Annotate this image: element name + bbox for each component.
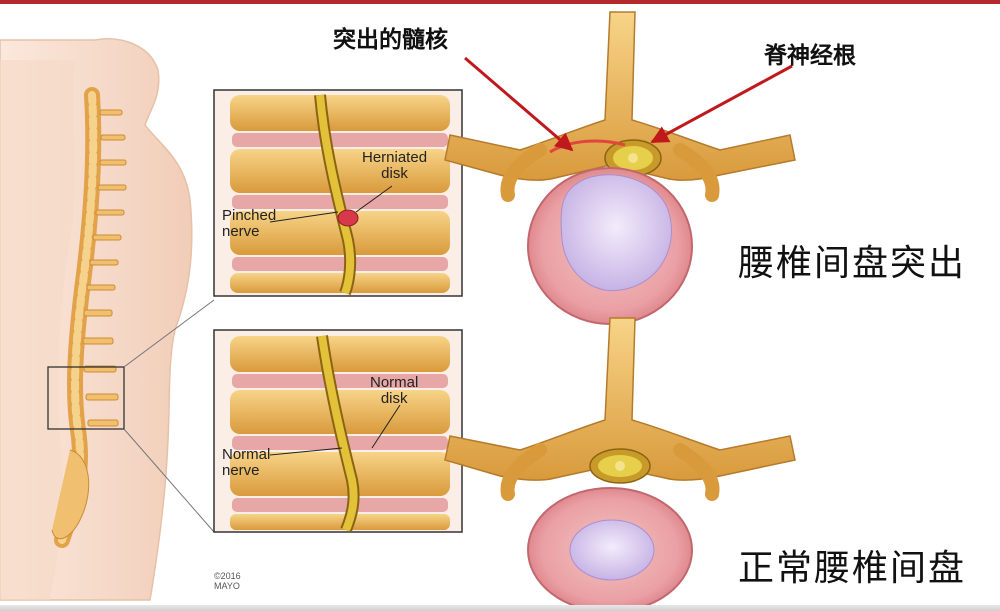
normal-disk-line2: disk — [370, 391, 418, 407]
normal-nerve-line2: nerve — [222, 463, 270, 479]
label-pinched-nerve: Pinched nerve — [222, 208, 276, 240]
normal-nerve-line1: Normal — [222, 447, 270, 463]
copyright-line1: ©2016 — [214, 571, 241, 581]
pinched-nerve-line2: nerve — [222, 224, 276, 240]
copyright-line2: MAYO — [214, 581, 241, 591]
label-normal-disk: Normal disk — [370, 375, 418, 407]
label-herniated-nucleus: 突出的髓核 — [333, 20, 448, 54]
normal-disk-line1: Normal — [370, 375, 418, 391]
label-normal-nerve: Normal nerve — [222, 447, 270, 479]
label-nerve-root: 脊神经根 — [764, 36, 856, 70]
inset-herniated — [214, 90, 462, 296]
title-normal-disc: 正常腰椎间盘 — [738, 539, 966, 591]
bottom-bar — [0, 605, 1000, 611]
title-herniated-disc: 腰椎间盘突出 — [738, 234, 966, 286]
herniated-disk-line1: Herniated — [362, 150, 427, 166]
inset-normal — [214, 330, 462, 532]
arrow-nerve-root — [652, 66, 792, 142]
arrow-herniated-nucleus — [465, 58, 572, 150]
pinched-nerve-line1: Pinched — [222, 208, 276, 224]
label-herniated-disk: Herniated disk — [362, 150, 427, 182]
copyright-mark: ©2016 MAYO — [214, 571, 241, 591]
herniated-disk-line2: disk — [362, 166, 427, 182]
